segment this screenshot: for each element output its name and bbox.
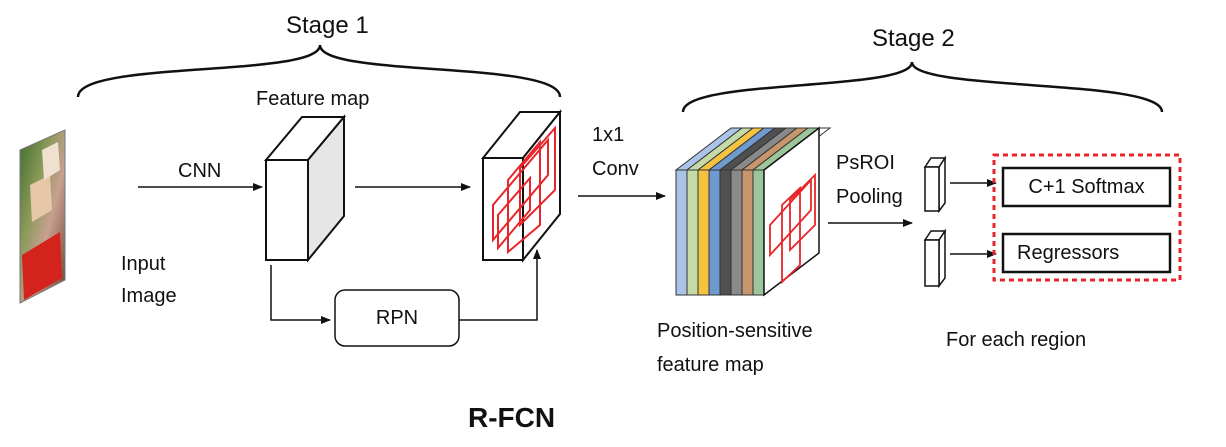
input-label-line1: Input bbox=[121, 253, 166, 275]
stack-slice bbox=[741, 169, 754, 296]
output-dashed-box bbox=[992, 153, 1182, 282]
stack-roi-box bbox=[781, 185, 801, 285]
regressors-label: Regressors bbox=[1017, 241, 1120, 264]
stack-slice bbox=[730, 169, 743, 296]
psroi-label-line1: PsROI bbox=[836, 152, 895, 174]
feature-map-block bbox=[263, 114, 347, 263]
roi-boxes bbox=[492, 125, 556, 255]
stage2-brace bbox=[681, 61, 1164, 113]
psroi-label-line2: Pooling bbox=[836, 186, 903, 208]
cnn-label: CNN bbox=[178, 160, 222, 182]
stack-slice bbox=[697, 169, 710, 296]
position-sensitive-stack bbox=[674, 126, 832, 297]
stack-slice bbox=[719, 169, 732, 296]
stack-roi-box bbox=[789, 172, 816, 253]
stack-slice bbox=[686, 169, 699, 296]
stage1-label: Stage 1 bbox=[286, 12, 369, 39]
softmax-label: C+1 Softmax bbox=[1028, 175, 1145, 198]
pooled-block-top bbox=[923, 155, 947, 214]
rpn-path-in bbox=[270, 265, 331, 324]
stage2-label: Stage 2 bbox=[872, 25, 955, 52]
rpn-path-out bbox=[459, 249, 541, 321]
stack-front-face bbox=[763, 126, 820, 297]
softmax-box bbox=[1001, 166, 1172, 208]
stage1-brace bbox=[76, 44, 562, 98]
pooled-block-bottom bbox=[923, 228, 947, 289]
diagram-title: R-FCN bbox=[468, 402, 556, 433]
ps-map-label-line2: feature map bbox=[657, 354, 764, 376]
stack-slice bbox=[752, 169, 765, 296]
rpn-box bbox=[334, 289, 460, 347]
regressors-box bbox=[1001, 232, 1172, 274]
feature-map-label: Feature map bbox=[256, 88, 370, 110]
stack-slice bbox=[675, 169, 688, 296]
conv-label-line1: 1x1 bbox=[592, 124, 625, 146]
conv-label-line2: Conv bbox=[592, 158, 639, 180]
input-image bbox=[19, 129, 66, 304]
input-label-line2: Image bbox=[121, 285, 177, 307]
stack-slice bbox=[708, 169, 721, 296]
ps-map-label-line1: Position-sensitive bbox=[657, 320, 813, 342]
rpn-label: RPN bbox=[375, 306, 419, 329]
region-label: For each region bbox=[946, 329, 1087, 351]
stack-roi-box bbox=[769, 177, 812, 258]
